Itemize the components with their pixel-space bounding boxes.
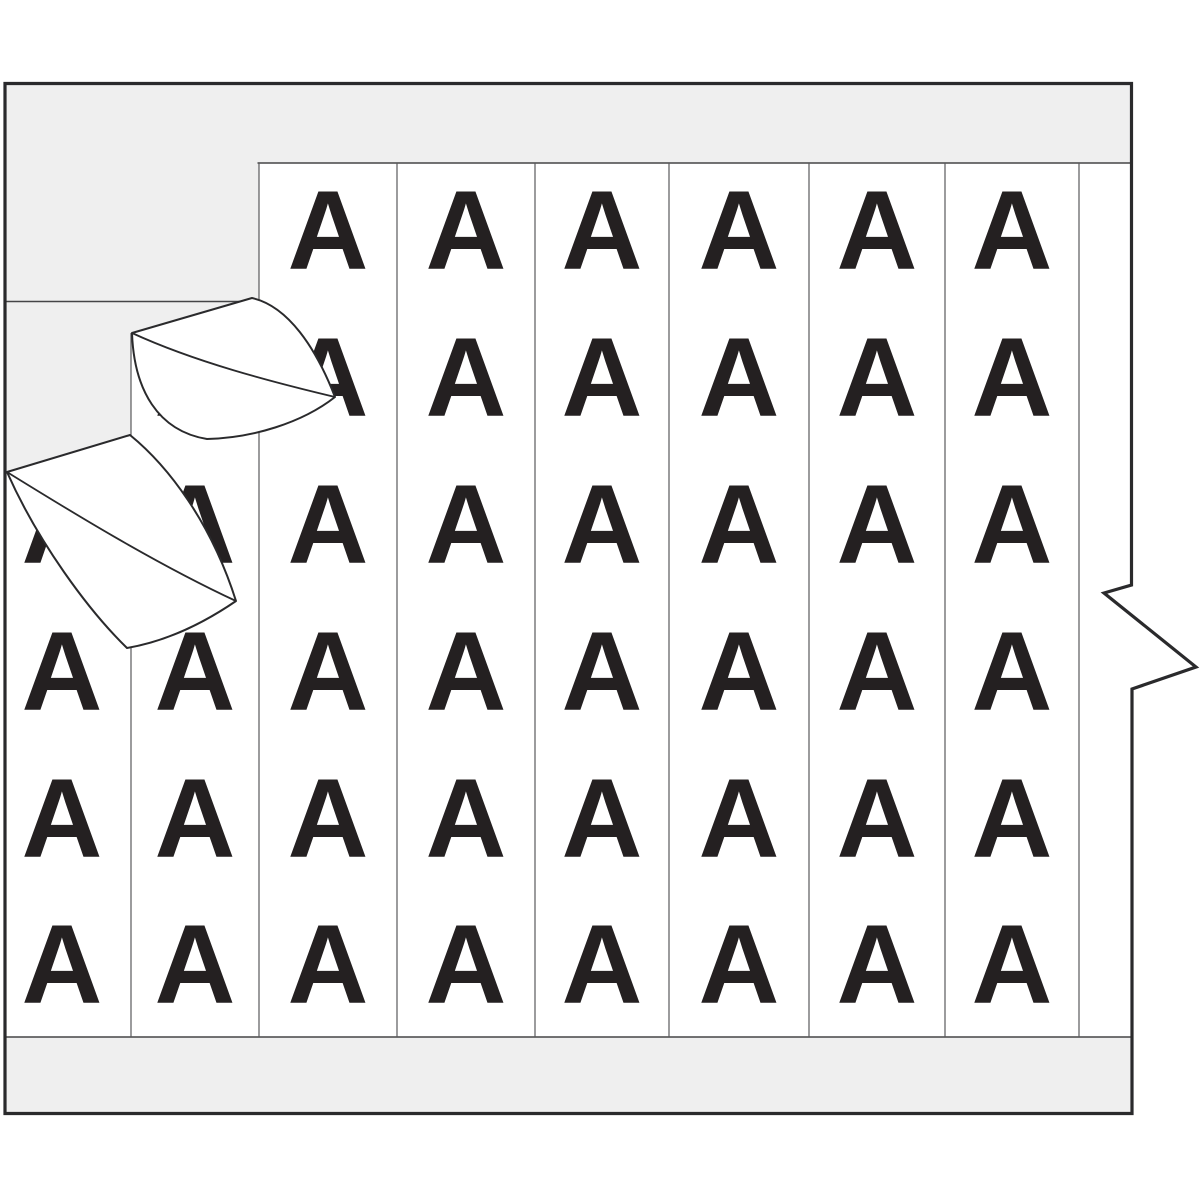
marker-letter: A xyxy=(288,609,369,734)
marker-letter: A xyxy=(699,315,780,440)
marker-letter: A xyxy=(699,462,780,587)
exposed-liner-region xyxy=(5,163,259,473)
peeled-label-lower-crease xyxy=(6,471,237,602)
peeled-label-upper-crease xyxy=(131,332,336,398)
marker-letter: A xyxy=(972,462,1053,587)
card-outline xyxy=(3,81,1200,1116)
marker-letter: A xyxy=(837,756,918,881)
marker-letter: A xyxy=(288,462,369,587)
peeled-label-upper xyxy=(131,297,336,440)
marker-letter: A xyxy=(699,609,780,734)
marker-letter: A xyxy=(972,315,1053,440)
marker-letter: A xyxy=(837,315,918,440)
marker-letter: A xyxy=(426,756,507,881)
marker-letter: A xyxy=(972,168,1053,293)
marker-letter: A xyxy=(699,168,780,293)
peeled-label-upper-face xyxy=(131,297,336,440)
marker-letter: A xyxy=(288,756,369,881)
marker-letter: A xyxy=(837,902,918,1027)
marker-letter: A xyxy=(22,609,103,734)
marker-letter: A xyxy=(972,609,1053,734)
marker-letter: A xyxy=(972,902,1053,1027)
marker-letter: A xyxy=(562,462,643,587)
marker-letter: A xyxy=(562,168,643,293)
marker-letter: A xyxy=(22,756,103,881)
marker-letter: A xyxy=(837,168,918,293)
marker-letter: A xyxy=(562,902,643,1027)
marker-letter: A xyxy=(288,902,369,1027)
marker-letter: A xyxy=(22,902,103,1027)
marker-letter: A xyxy=(562,315,643,440)
marker-letter: A xyxy=(562,756,643,881)
marker-letter: A xyxy=(155,902,236,1027)
marker-letter: A xyxy=(426,609,507,734)
marker-letter: A xyxy=(562,609,643,734)
marker-letter: A xyxy=(837,609,918,734)
marker-letter: A xyxy=(426,315,507,440)
letter-grid: AAAAAAAAAAAAAAAAAAAAAAAAAAAAAAAAAAAAAAAA… xyxy=(22,168,1053,1027)
marker-letter: A xyxy=(699,902,780,1027)
marker-letter: A xyxy=(699,756,780,881)
marker-letter: A xyxy=(288,168,369,293)
marker-letter: A xyxy=(837,462,918,587)
marker-letter: A xyxy=(155,756,236,881)
marker-letter: A xyxy=(426,902,507,1027)
marker-letter: A xyxy=(426,168,507,293)
peeled-label-lower xyxy=(6,434,237,649)
marker-letter: A xyxy=(972,756,1053,881)
marker-letter: A xyxy=(426,462,507,587)
